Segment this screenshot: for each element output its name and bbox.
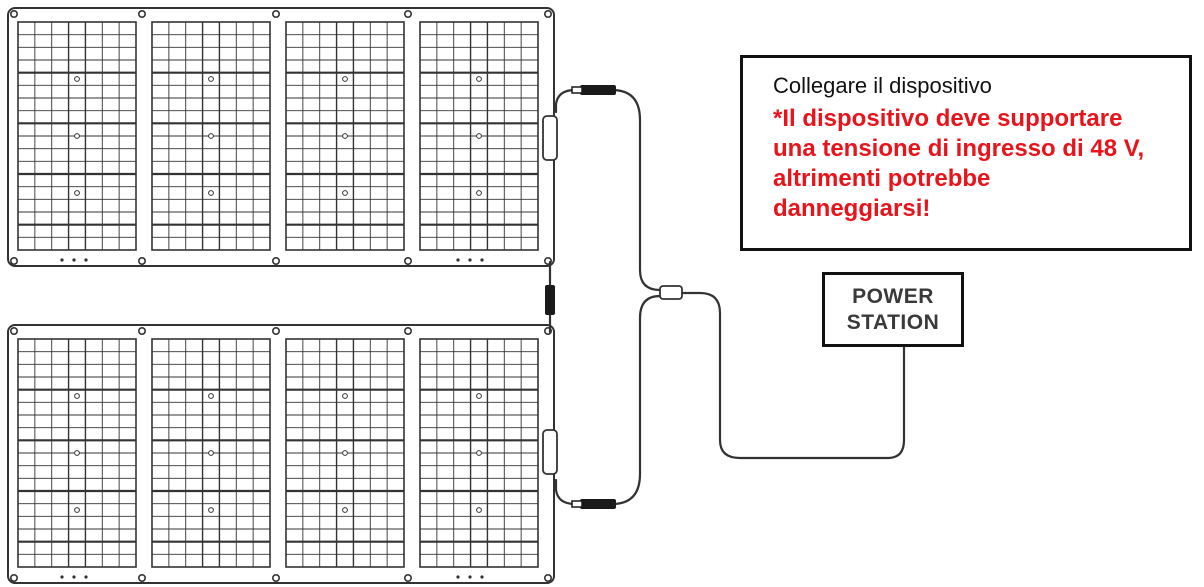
cell-dot — [476, 507, 482, 513]
panel-section — [285, 338, 405, 568]
top-mc4-connector — [580, 85, 616, 95]
cell-dot — [208, 76, 214, 82]
branch-connector — [659, 285, 683, 300]
mounting-hole — [138, 10, 147, 19]
rivet — [456, 575, 460, 579]
bottom-loop-cable — [610, 294, 678, 506]
mounting-hole — [403, 256, 412, 265]
top-mc4-tip — [571, 86, 583, 94]
rivet — [60, 258, 64, 262]
cell-dot — [476, 190, 482, 196]
series-mc4-connector — [545, 285, 555, 315]
cell-dot — [74, 507, 80, 513]
cell-dot — [342, 133, 348, 139]
cell-dot — [476, 393, 482, 399]
mounting-hole — [403, 10, 412, 19]
note-instruction: Collegare il dispositivo — [773, 73, 992, 98]
panel-section — [419, 338, 539, 568]
mounting-hole — [138, 573, 147, 582]
rivet — [84, 258, 88, 262]
mounting-hole — [138, 256, 147, 265]
power-station-box: POWER STATION — [822, 272, 964, 347]
cell-dot — [476, 133, 482, 139]
mounting-hole — [271, 256, 280, 265]
panel-section — [285, 21, 405, 251]
note-warning: *Il dispositivo deve supportare una tens… — [773, 105, 1145, 222]
cell-dot — [208, 190, 214, 196]
rivet — [456, 258, 460, 262]
mounting-hole — [10, 573, 19, 582]
cell-dot — [342, 507, 348, 513]
cell-dot — [342, 190, 348, 196]
top-junction-box — [542, 115, 558, 161]
solar-panels — [7, 7, 555, 584]
rivet — [84, 575, 88, 579]
power-station-label-line2: STATION — [846, 310, 940, 334]
mounting-hole — [543, 573, 552, 582]
cell-dot — [74, 133, 80, 139]
panel-section — [17, 21, 137, 251]
mounting-hole — [138, 326, 147, 335]
cell-dot — [476, 450, 482, 456]
rivet — [468, 258, 472, 262]
cell-dot — [342, 76, 348, 82]
mounting-hole — [543, 10, 552, 19]
power-station-label-line1: POWER — [852, 284, 934, 308]
rivet — [60, 575, 64, 579]
bottom-junction-box — [542, 429, 558, 475]
cell-dot — [342, 450, 348, 456]
panel-section — [151, 21, 271, 251]
mounting-hole — [10, 326, 19, 335]
warning-note-box: Collegare il dispositivo *Il dispositivo… — [740, 55, 1192, 251]
cell-dot — [208, 507, 214, 513]
mounting-hole — [271, 573, 280, 582]
cell-dot — [74, 450, 80, 456]
mounting-hole — [403, 573, 412, 582]
rivet — [468, 575, 472, 579]
panel-section — [151, 338, 271, 568]
cell-dot — [476, 76, 482, 82]
rivet — [480, 258, 484, 262]
connectors — [542, 85, 683, 509]
main-output-cable — [678, 291, 906, 460]
panel-section — [419, 21, 539, 251]
solar-panel — [7, 324, 555, 584]
cell-dot — [74, 393, 80, 399]
bottom-mc4-connector — [580, 499, 616, 509]
panel-section — [17, 338, 137, 568]
rivet — [72, 575, 76, 579]
mounting-hole — [10, 10, 19, 19]
mounting-hole — [271, 326, 280, 335]
cell-dot — [342, 393, 348, 399]
cell-dot — [74, 190, 80, 196]
bottom-mc4-tip — [571, 500, 583, 508]
cell-dot — [208, 450, 214, 456]
mounting-hole — [403, 326, 412, 335]
rivet — [72, 258, 76, 262]
rivet — [480, 575, 484, 579]
cell-dot — [208, 393, 214, 399]
solar-panel — [7, 7, 555, 267]
top-loop-cable — [610, 88, 678, 292]
cell-dot — [208, 133, 214, 139]
cell-dot — [74, 76, 80, 82]
mounting-hole — [10, 256, 19, 265]
mounting-hole — [271, 10, 280, 19]
